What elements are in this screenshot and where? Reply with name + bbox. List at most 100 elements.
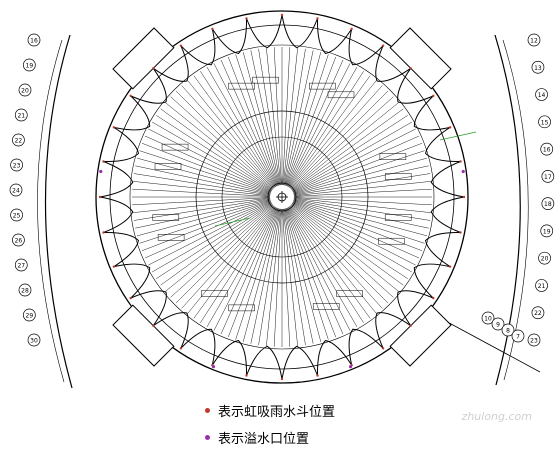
radial-line (156, 203, 273, 279)
axis-bubble (22, 58, 36, 72)
siphon-drain-marker (316, 374, 319, 377)
radial-line (200, 206, 276, 323)
radial-line (291, 102, 399, 190)
radial-line (291, 203, 408, 279)
siphon-drain-marker (102, 160, 105, 163)
tag-box (154, 163, 182, 170)
ring (195, 110, 369, 284)
ring (109, 24, 455, 370)
radial-line (289, 80, 377, 188)
radial-line (292, 128, 416, 192)
axis-bubble (501, 323, 515, 337)
petal (130, 290, 167, 326)
axis-bubble (27, 33, 41, 47)
radial-line (220, 207, 278, 335)
radial-line (293, 188, 432, 197)
siphon-drain-marker (459, 231, 462, 234)
petal (317, 18, 353, 55)
radial-line (156, 115, 273, 191)
tag-box (384, 173, 412, 180)
siphon-drain-marker (448, 265, 452, 268)
siphon-drain-marker (280, 377, 284, 381)
radial-line (283, 208, 298, 347)
axis-bubble-label: 25 (13, 213, 21, 220)
radial-line (250, 50, 280, 186)
perimeter-box (389, 27, 452, 90)
axis-bubble (538, 115, 551, 129)
radial-line (228, 56, 278, 186)
radial-line (293, 199, 427, 237)
tag-box (228, 82, 255, 90)
axis-bubble (541, 197, 555, 210)
siphon-drain-marker (409, 67, 412, 70)
radial-line (288, 75, 371, 188)
right-axis-arc (494, 34, 521, 386)
radial-line (286, 207, 344, 335)
radial-line (206, 207, 277, 328)
axis-bubble-label: 16 (543, 147, 551, 154)
petal (430, 161, 465, 198)
petal (348, 28, 384, 66)
siphon-drain-marker (280, 13, 284, 17)
axis-bubble (10, 208, 23, 222)
radial-line (290, 96, 394, 190)
radial-line (293, 173, 431, 196)
axis-bubble-label: 13 (534, 65, 542, 72)
radial-line (133, 198, 271, 221)
radial-line (283, 208, 306, 346)
radial-line (242, 52, 280, 186)
radial-line (291, 203, 404, 286)
axis-bubble-label: 16 (30, 38, 38, 45)
siphon-drain-marker (102, 231, 105, 234)
axis-bubble-label: 9 (496, 322, 500, 329)
axis-bubble-label: 24 (12, 188, 20, 195)
radial-line (291, 115, 408, 191)
axis-bubble (491, 317, 505, 331)
siphon-drain-marker (432, 94, 435, 98)
siphon-drain-marker (462, 195, 466, 199)
petal (397, 290, 434, 326)
legend-siphon-drain: 表示虹吸雨水斗位置 (205, 401, 335, 420)
radial-line (292, 201, 420, 259)
radial-line (287, 207, 358, 328)
petal-ring (99, 14, 465, 380)
axis-bubble (12, 133, 25, 147)
axis-bubble (9, 183, 23, 197)
radial-line (292, 202, 413, 273)
left-axis-arc-inner (37, 39, 65, 383)
diagonal-axis (439, 317, 541, 373)
axis-bubble-label: 8 (506, 328, 510, 335)
siphon-drain-marker (409, 324, 412, 327)
axis-bubble-label: 21 (538, 283, 546, 290)
petal (413, 95, 451, 131)
tag-box (228, 304, 255, 312)
ring (221, 136, 343, 258)
radial-line (187, 206, 275, 314)
radial-line (193, 206, 276, 319)
radial-line (290, 90, 389, 189)
radial-line (290, 205, 389, 304)
siphon-drain-marker (245, 374, 248, 377)
axis-bubble-label: 27 (17, 263, 25, 270)
concentric-rings (95, 10, 469, 384)
radial-line (273, 208, 282, 347)
radial-line (282, 208, 291, 347)
siphon-drain-marker (112, 265, 116, 268)
radial-line (137, 199, 271, 237)
axis-bubble-label: 29 (26, 313, 34, 320)
radial-line (289, 205, 383, 309)
radial-line (148, 202, 272, 266)
petal (424, 126, 461, 162)
axis-bubble (511, 329, 525, 343)
radial-line (160, 108, 273, 191)
radial-line (287, 63, 351, 187)
axis-bubble (540, 224, 554, 238)
radial-line (293, 199, 429, 229)
radial-line (288, 206, 371, 319)
radial-line (151, 202, 272, 273)
tag-box (379, 153, 407, 160)
axis-bubble-label: 19 (543, 228, 551, 235)
axis-bubble-label: 12 (530, 38, 538, 45)
radial-line (293, 143, 423, 193)
